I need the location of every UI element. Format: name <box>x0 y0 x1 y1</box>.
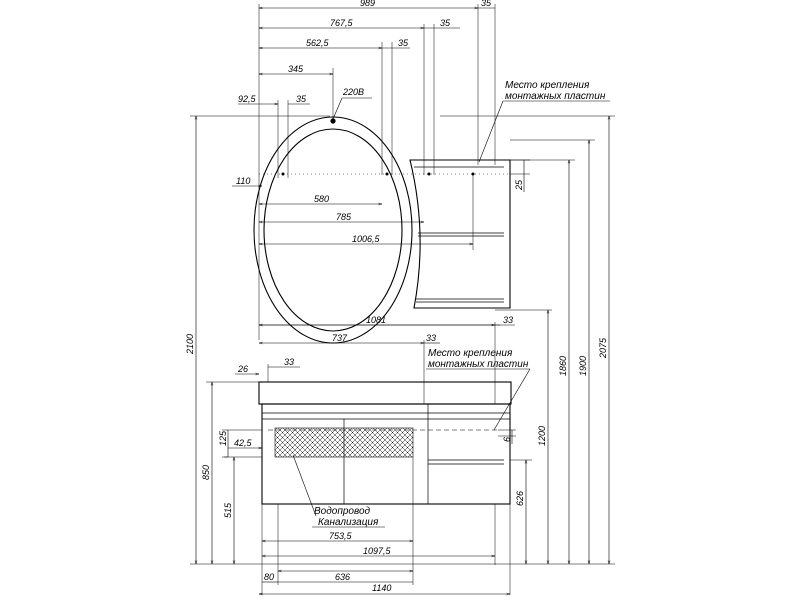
mount-note-bottom: Место крепления монтажных пластин <box>426 348 531 431</box>
dim-33-c: 33 <box>284 357 294 367</box>
dim-753-5: 753,5 <box>329 531 353 541</box>
mount-note-top: Место крепления монтажных пластин <box>478 80 610 163</box>
mirror-inner-dimensions: 580 785 1006,5 <box>259 174 474 250</box>
dim-562-5: 562,5 <box>306 38 330 48</box>
mount-note-bottom-line2: монтажных пластин <box>428 359 529 370</box>
mount-note-top-line1: Место крепления <box>505 80 590 91</box>
dim-220v: 220В <box>342 87 364 97</box>
dim-1006-5: 1006,5 <box>352 234 381 244</box>
dim-42-5: 42,5 <box>234 438 253 448</box>
dim-35-b: 35 <box>398 38 409 48</box>
dim-6: 6 <box>502 437 512 442</box>
oval-mirror <box>253 116 413 344</box>
dim-767-5: 767,5 <box>330 18 354 28</box>
dim-2075: 2075 <box>598 337 608 359</box>
mount-note-top-line2: монтажных пластин <box>505 91 606 102</box>
dim-626: 626 <box>515 491 525 506</box>
dim-850: 850 <box>201 465 211 480</box>
wall-cabinet <box>409 159 511 309</box>
dim-1860: 1860 <box>558 356 568 376</box>
plumbing-note-line2: Канализация <box>318 517 379 528</box>
dim-785: 785 <box>336 212 352 222</box>
dim-125: 125 <box>218 430 228 446</box>
dim-2100: 2100 <box>185 334 195 355</box>
cabinet-25-dim: 25 <box>510 159 530 192</box>
middle-dimensions: 737 33 1081 33 26 33 42,5 125 6 <box>218 315 516 458</box>
left-vertical-dimensions: 2100 850 515 <box>185 115 330 565</box>
dim-989: 989 <box>360 0 375 8</box>
dim-580: 580 <box>314 194 329 204</box>
right-vertical-dimensions: 1200 1860 1900 2075 626 <box>262 115 615 565</box>
plumbing-zone <box>274 427 414 458</box>
mount-note-bottom-line1: Место крепления <box>428 348 513 359</box>
bottom-dimensions: 753,5 1097,5 80 636 1140 <box>259 457 511 595</box>
dim-1900: 1900 <box>578 356 588 376</box>
vanity-unit <box>258 381 512 505</box>
dim-33-a: 33 <box>426 333 436 343</box>
dim-345: 345 <box>288 64 304 74</box>
top-dimensions: 989 35 767,5 35 562,5 35 345 92,5 35 220… <box>238 0 496 340</box>
dim-33-b: 33 <box>503 315 513 325</box>
dim-35-top: 35 <box>481 0 492 8</box>
dim-26: 26 <box>237 364 248 374</box>
dim-80: 80 <box>264 572 274 582</box>
dim-737: 737 <box>332 333 348 343</box>
dim-92-5: 92,5 <box>238 94 257 104</box>
power-point-icon <box>330 118 336 124</box>
dim-1200: 1200 <box>537 426 547 446</box>
mount-points: 110 <box>232 172 510 187</box>
dim-1140: 1140 <box>372 583 391 593</box>
plumbing-note: Водопровод Канализация <box>292 454 385 528</box>
dim-636: 636 <box>335 572 350 582</box>
dim-515: 515 <box>223 502 233 518</box>
dim-1081: 1081 <box>366 315 386 325</box>
plumbing-note-line1: Водопровод <box>314 506 371 517</box>
dim-110: 110 <box>236 176 250 186</box>
dim-35-c: 35 <box>296 94 307 104</box>
dim-1097-5: 1097,5 <box>363 546 392 556</box>
dim-35-a: 35 <box>440 18 451 28</box>
dim-25: 25 <box>514 179 524 191</box>
